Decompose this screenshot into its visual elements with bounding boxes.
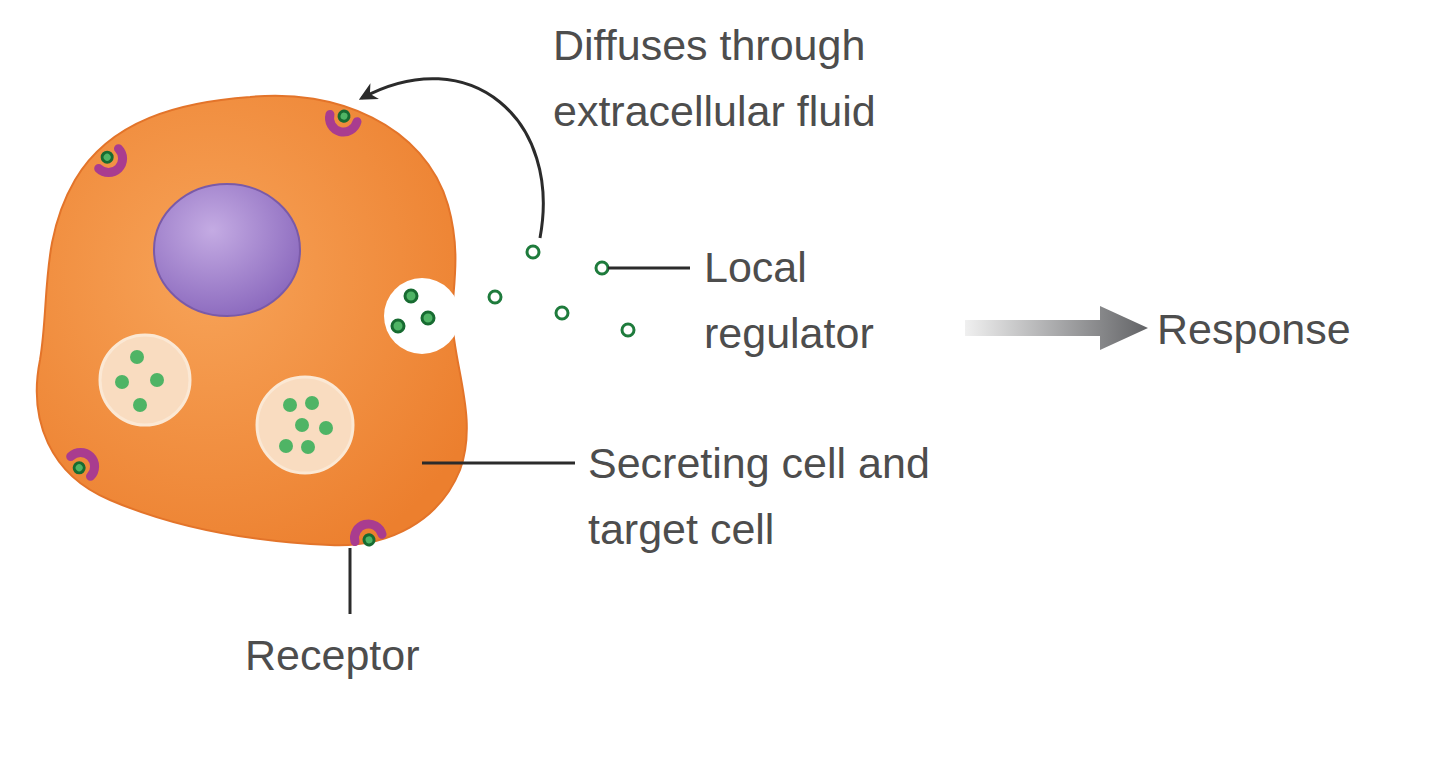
vesicle-molecule	[150, 373, 164, 387]
receptor-cup	[99, 149, 129, 179]
vesicle	[100, 335, 190, 425]
regulator-dot	[556, 307, 568, 319]
vesicle-molecule	[319, 421, 333, 435]
leader-line	[349, 548, 352, 614]
vesicle-molecule	[279, 439, 293, 453]
regulator-dot	[527, 246, 539, 258]
receptor-symbol	[351, 521, 383, 549]
part-label: Receptor	[245, 622, 485, 688]
process-note: Diffuses through extracellular fluid	[553, 12, 993, 144]
vesicle-molecule	[283, 398, 297, 412]
regulator-dot	[596, 262, 608, 274]
receptor-symbol	[94, 144, 129, 179]
secretion-pocket	[384, 278, 460, 354]
vesicle-molecule	[301, 440, 315, 454]
vesicle-molecule	[305, 396, 319, 410]
receptor-cup	[71, 447, 101, 477]
vesicle-molecule	[133, 398, 147, 412]
cell-body	[37, 96, 467, 546]
molecule-label: Local regulator	[704, 234, 944, 366]
regulator-dot	[489, 291, 501, 303]
cell-label: Secreting cell and target cell	[588, 430, 958, 562]
bound-regulator	[338, 110, 350, 122]
vesicle-molecule	[115, 375, 129, 389]
bound-regulator	[100, 150, 114, 164]
vesicle-molecule	[130, 350, 144, 364]
receptor-symbol	[66, 447, 101, 482]
regulator-dot	[622, 324, 634, 336]
bound-regulator	[363, 534, 375, 546]
vesicle	[257, 377, 353, 473]
vesicle-molecule	[295, 418, 309, 432]
regulator-dot	[422, 312, 434, 324]
regulator-dot	[405, 290, 417, 302]
regulator-dot	[392, 320, 404, 332]
bound-regulator	[72, 461, 86, 475]
leader-line	[422, 462, 575, 465]
response-arrow	[965, 306, 1148, 350]
leader-line	[608, 267, 690, 270]
diffusion-arrow	[362, 79, 543, 238]
receptor-symbol	[326, 108, 358, 136]
outcome-label: Response	[1157, 296, 1417, 362]
nucleus	[154, 184, 300, 316]
